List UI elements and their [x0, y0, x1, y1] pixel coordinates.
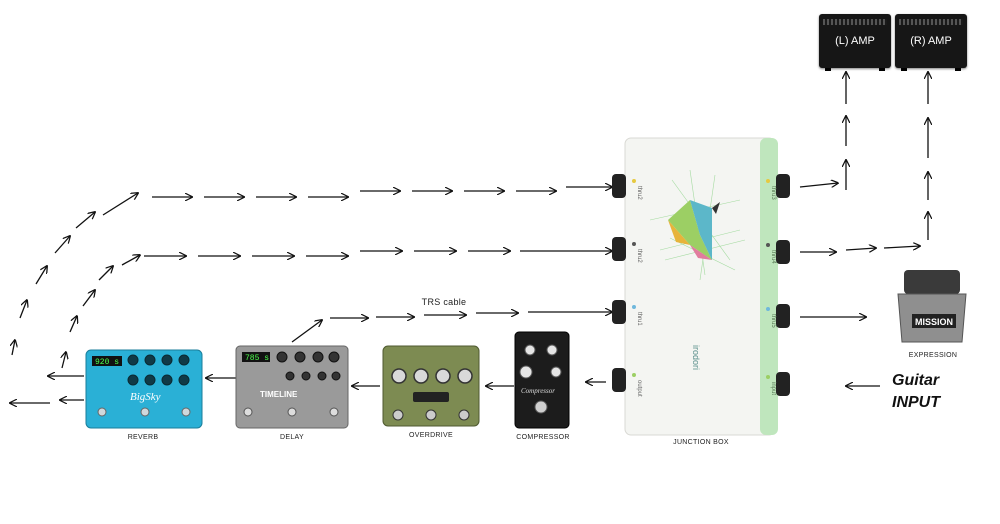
jack-label-right-3: thru5 [770, 314, 776, 328]
jack-label-left-1: thru2 [636, 186, 642, 200]
jack-label-left-2: thru2 [636, 249, 642, 263]
delay-brand: TIMELINE [260, 390, 298, 399]
overdrive-caption: OVERDRIVE [409, 432, 453, 439]
jack-label-right-2: thru4 [770, 250, 776, 264]
left-amp: (L) AMP [819, 14, 891, 71]
expression-pedal: MISSION [897, 270, 967, 343]
reverb-brand: BigSky [130, 391, 161, 403]
jack-label-left-3: thru1 [636, 312, 642, 326]
expression-brand: MISSION [915, 317, 953, 327]
expression-caption: EXPRESSION [908, 352, 958, 359]
reverb-caption: REVERB [127, 434, 159, 441]
right-amp-label: (R) AMP [910, 35, 952, 47]
jack-label-right-1: thru3 [770, 186, 776, 200]
left-amp-label: (L) AMP [835, 35, 875, 47]
amp-grille [823, 19, 887, 25]
jack-label-left-4: output [636, 380, 642, 397]
compressor-caption: COMPRESSOR [516, 434, 570, 441]
junction-jacks-right [766, 174, 790, 396]
junction-box-caption: JUNCTION BOX [673, 439, 729, 446]
junction-box-brand: irodori [691, 345, 701, 370]
amp-grille [899, 19, 963, 25]
delay-caption: DELAY [280, 434, 304, 441]
junction-jacks-left [612, 174, 636, 392]
junction-box: irodori thru2 thru2 thru1 output [612, 137, 790, 436]
compressor-brand: Compressor [521, 387, 555, 395]
delay-display: 785 s [245, 354, 269, 363]
guitar-input-label-line1: Guitar [892, 372, 940, 389]
reverb-pedal: 920 s BigSky [85, 349, 203, 429]
delay-pedal: 785 s TIMELINE [235, 345, 349, 429]
guitar-input-label-line2: INPUT [892, 394, 940, 411]
right-amp: (R) AMP [895, 14, 967, 71]
signal-arrows [10, 72, 928, 403]
compressor-pedal: Compressor [514, 331, 570, 429]
reverb-display: 920 s [95, 358, 119, 367]
overdrive-pedal [382, 345, 480, 427]
jack-label-right-4: input [770, 382, 776, 395]
trs-cable-label: TRS cable [421, 297, 467, 307]
